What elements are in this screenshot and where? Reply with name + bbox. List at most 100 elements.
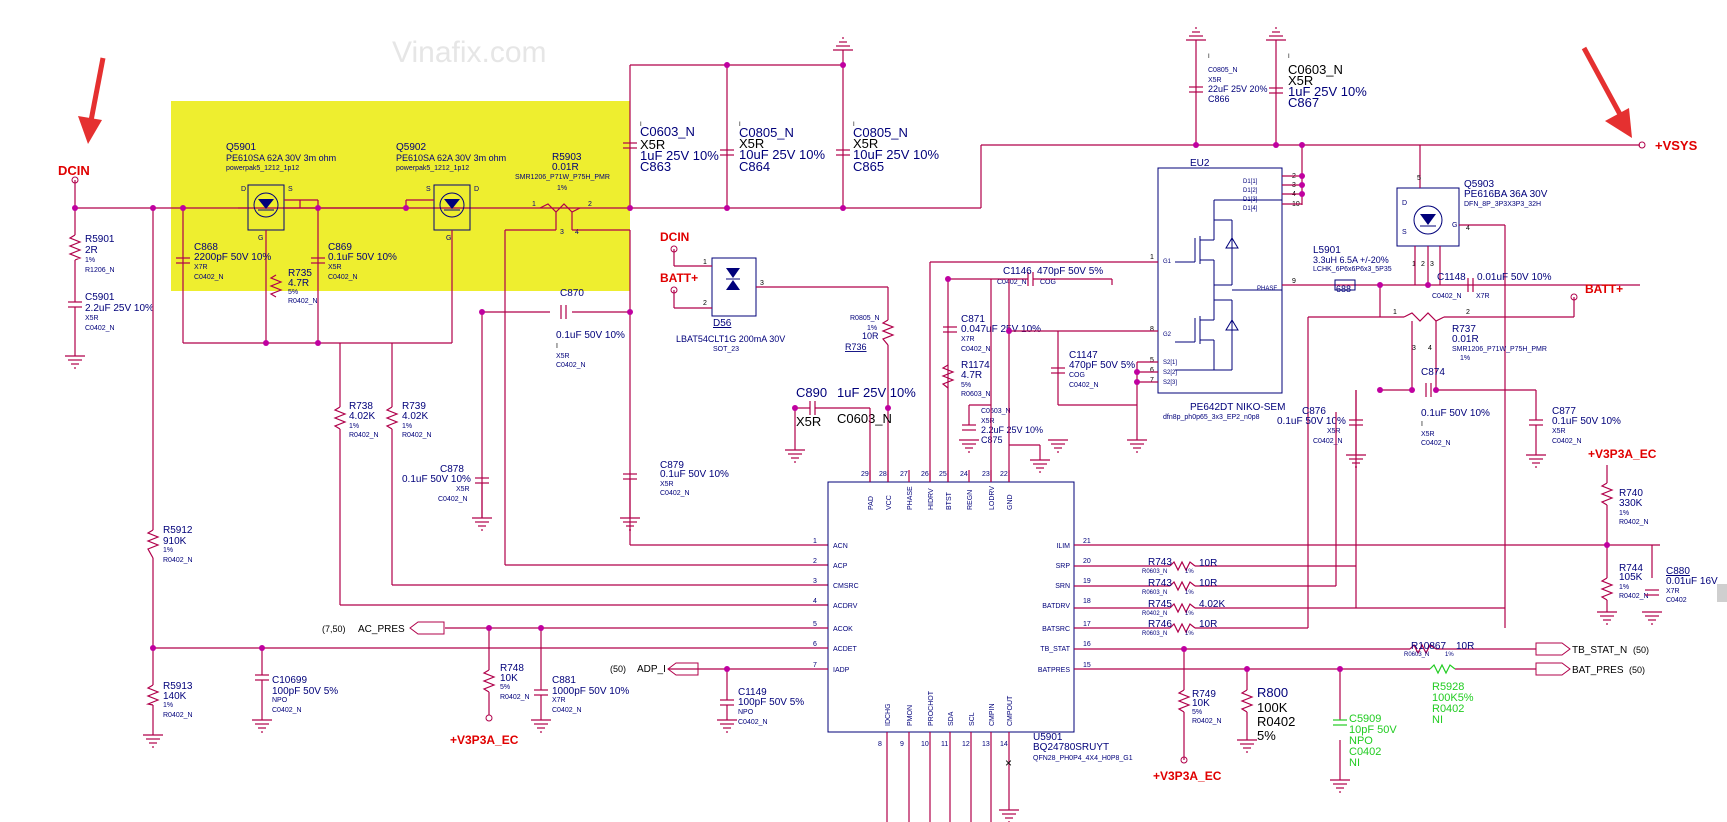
svg-text:R749: R749 [1192,689,1216,700]
svg-text:S2[1]: S2[1] [1163,360,1177,366]
u5901-pin-number: 2 [813,558,817,565]
capacitor-c5901: C5901 2.2uF 25V 10% X5R C0402_N [68,290,154,332]
svg-text:X5R: X5R [85,315,99,322]
svg-text:1%: 1% [1185,569,1194,575]
svg-text:NI: NI [1432,714,1443,726]
svg-text:X7R: X7R [194,264,208,271]
svg-text:NPO: NPO [738,709,754,716]
offpage-bat-pres[interactable]: BAT_PRES (50) [1535,662,1645,676]
svg-text:R1174: R1174 [961,360,990,371]
c1146-wires [947,278,1113,482]
svg-text:AC_PRES: AC_PRES [358,624,405,635]
ground-icon [1526,454,1546,468]
svg-text:X5R: X5R [1327,428,1341,435]
svg-text:C0402: C0402 [1349,746,1381,758]
svg-text:C0402_N: C0402_N [1313,438,1343,445]
u5901-pin-label: VCC [886,495,893,510]
svg-text:1%: 1% [85,257,95,264]
svg-text:0.01uF 16V: 0.01uF 16V [1666,576,1718,587]
capacitor-c5909: C5909 10pF 50V NPO C0402 NI [1333,713,1397,769]
resistor-r743b: R743 10R R0603_N 1% [1142,578,1217,596]
svg-text:DFN_8P_3P3X3P3_32H: DFN_8P_3P3X3P3_32H [1464,201,1541,208]
offpage-adp-i[interactable]: (50) ADP_I [610,662,699,676]
diode-d56: D56 LBAT54CLT1G 200mA 30V SOT_23 1 2 3 [676,257,785,353]
svg-text:C10699: C10699 [272,675,307,686]
svg-text:10R: 10R [1199,619,1217,630]
svg-text:5: 5 [1150,357,1154,364]
u5901-pin-number: 9 [900,741,904,748]
svg-text:X7R: X7R [1666,588,1680,595]
svg-text:C870: C870 [560,288,584,299]
u5901-pin-number: 19 [1083,578,1091,585]
d56-wires [673,249,889,482]
svg-text:SMR1206_P71W_P75H_PMR: SMR1206_P71W_P75H_PMR [515,174,610,181]
capacitor-c871: C871 0.047uF 25V 10% X7R C0402_N [943,314,1041,353]
capacitor-c10699: C10699 100pF 50V 5% NPO C0402_N [255,674,338,714]
svg-text:G: G [1452,222,1457,229]
svg-text:R0402_N: R0402_N [1142,611,1167,617]
u5901-pin-number: 14 [1000,741,1008,748]
svg-text:LCHK_6P6x6P6x3_5P35: LCHK_6P6x6P6x3_5P35 [1313,266,1392,273]
svg-text:BQ24780SRUYT: BQ24780SRUYT [1033,742,1109,753]
ground-icon [1266,27,1286,41]
svg-text:1%: 1% [867,325,877,332]
svg-text:C0402_N: C0402_N [660,490,690,497]
u5901-pin-number: 4 [813,598,817,605]
svg-text:10uF 25V 10%: 10uF 25V 10% [853,147,939,162]
svg-text:S: S [288,186,293,193]
svg-text:10K: 10K [500,673,518,684]
capacitor-c890: C890 1uF 25V 10% X5R C0603_N [796,385,916,429]
resistor-r748: R748 10K 5% R0402_N [482,663,530,701]
u5901-pin-number: 7 [813,662,817,669]
u5901-pin-label: ACN [833,543,848,550]
svg-text:4: 4 [575,229,579,236]
resistor-r10867: R10867 10R R0603_N 1% [1404,641,1474,658]
resistor-r738: R738 4.02K 1% R0402_N [333,401,379,439]
capacitor-c1148: C1148 0.01uF 50V 10% C0402_N X7R [1432,272,1552,300]
svg-text:4.02K: 4.02K [349,411,375,422]
svg-text:X7R: X7R [1476,293,1490,300]
u5901-pin-label: PHASE [907,486,914,510]
u5901-pin-label: ILIM [1056,543,1070,550]
svg-text:1%: 1% [163,702,173,709]
svg-text:10R: 10R [1199,578,1217,589]
watermark: Vinafix.com [392,36,547,69]
svg-text:C874: C874 [1421,367,1445,378]
svg-text:COG: COG [1040,279,1056,286]
svg-text:R743: R743 [1148,557,1172,568]
svg-text:C863: C863 [640,159,671,174]
svg-text:C1146: C1146 [1003,266,1032,277]
svg-text:NI: NI [1349,757,1360,769]
u5901-pin-label: REGN [967,490,974,510]
svg-text:C869: C869 [328,242,352,253]
svg-text:R5928: R5928 [1432,681,1464,693]
scrollbar-thumb[interactable] [1717,584,1727,602]
svg-text:R748: R748 [500,663,524,674]
svg-text:C0402_N: C0402_N [1421,440,1451,447]
svg-text:X5R: X5R [981,418,995,425]
svg-text:BAT_PRES: BAT_PRES [1572,665,1624,676]
svg-text:470pF 50V 5%: 470pF 50V 5% [1069,360,1135,371]
svg-text:1%: 1% [349,423,359,430]
offpage-tb-stat-n[interactable]: TB_STAT_N (50) [1535,642,1649,656]
offpage-ac-pres[interactable]: (7,50) AC_PRES [322,621,445,635]
svg-text:C0402_N: C0402_N [552,707,582,714]
svg-text:C0402_N: C0402_N [1552,438,1582,445]
inductor-l5901: L5901 3.3uH 6.5A +/-20% LCHK_6P6x6P6x3_5… [1313,245,1392,294]
svg-text:R0402: R0402 [1257,714,1295,729]
svg-text:Q5902: Q5902 [396,142,426,153]
svg-text:R0402: R0402 [1432,703,1464,715]
capacitor-c870: C870 0.1uF 50V 10% I X5R C0402_N [556,288,625,369]
svg-text:3.3uH 6.5A +/-20%: 3.3uH 6.5A +/-20% [1313,255,1389,265]
svg-text:C0402_N: C0402_N [556,362,586,369]
svg-text:1%: 1% [1185,631,1194,637]
svg-text:S: S [426,186,431,193]
svg-text:5: 5 [1417,175,1421,182]
svg-text:1uF 25V 10%: 1uF 25V 10% [1288,84,1367,99]
svg-text:R5913: R5913 [163,681,193,692]
svg-text:330K: 330K [1619,498,1643,509]
svg-text:(7,50): (7,50) [322,624,346,634]
resistor-r749: R749 10K 5% R0402_N [1177,689,1222,725]
svg-text:1: 1 [1412,261,1416,268]
svg-text:S2[3]: S2[3] [1163,380,1177,386]
